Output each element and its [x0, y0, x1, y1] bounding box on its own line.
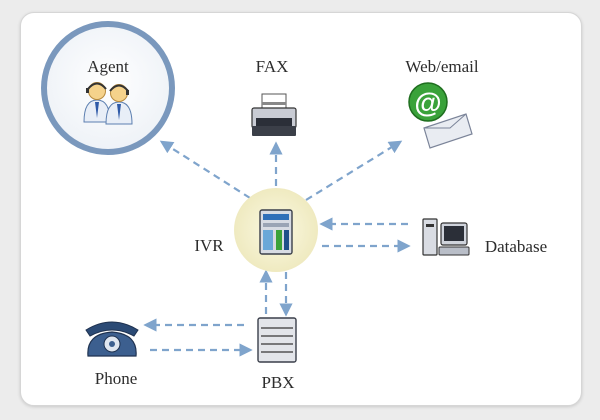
- phone-label: Phone: [95, 369, 138, 388]
- database-computer-icon: [422, 218, 470, 256]
- pbx-node: PBX: [257, 317, 297, 392]
- svg-text:@: @: [414, 87, 441, 118]
- ivr-label: IVR: [194, 236, 224, 255]
- agent-label: Agent: [87, 57, 129, 76]
- edge-ivr-to-agent: [159, 140, 251, 199]
- database-node: Database: [422, 218, 547, 256]
- rotary-phone-icon: [85, 321, 139, 357]
- at-sign-envelope-icon: @: [408, 82, 473, 149]
- ivr-server-icon: [259, 209, 293, 255]
- ivr-node: IVR: [194, 188, 318, 272]
- phone-node: Phone: [85, 321, 139, 388]
- web-email-node: Web/email @: [405, 57, 479, 149]
- edges: [143, 140, 411, 357]
- agent-node: Agent: [41, 21, 175, 155]
- fax-machine-icon: [251, 93, 297, 136]
- web-email-label: Web/email: [405, 57, 478, 76]
- database-label: Database: [485, 237, 547, 256]
- pbx-box-icon: [257, 317, 297, 363]
- agents-people-icon: [83, 82, 133, 125]
- edge-ivr-to-web: [305, 140, 403, 201]
- fax-node: FAX: [251, 57, 297, 136]
- pbx-label: PBX: [261, 373, 294, 392]
- fax-label: FAX: [256, 57, 289, 76]
